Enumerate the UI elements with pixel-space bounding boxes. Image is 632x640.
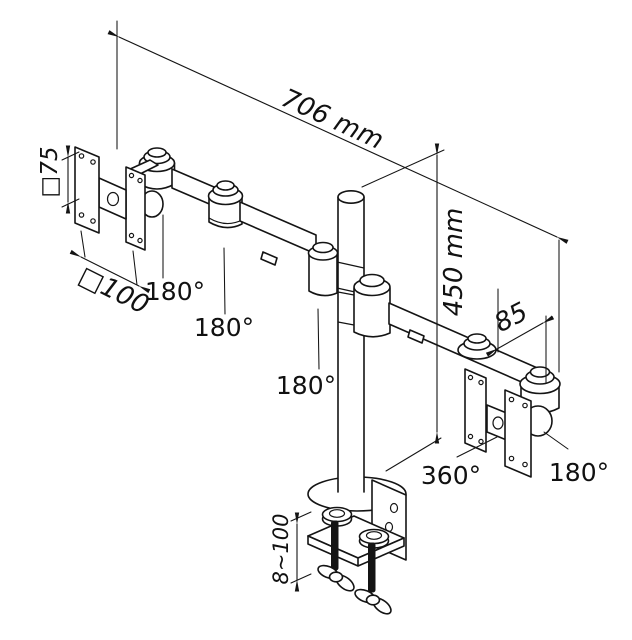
dim-clamp-range: 8~100: [269, 511, 312, 592]
pole: [337, 190, 365, 493]
rotation-right-head: 180°: [543, 431, 609, 487]
label-column-height: 450 mm: [439, 208, 469, 317]
right-vesa-head: [464, 368, 553, 478]
label-rot-left-head: 180°: [145, 277, 205, 306]
label-rot-column: 360°: [421, 461, 481, 490]
rotation-column: 360°: [421, 436, 498, 490]
label-arm-span: 706 mm: [277, 83, 388, 155]
rotation-column-arm: 180°: [276, 308, 336, 400]
label-vesa-100: □100: [74, 261, 154, 321]
cable-clip: [260, 251, 278, 266]
left-front-plate: [74, 146, 100, 234]
clamp-screw: [354, 528, 392, 615]
upper-arm: [138, 147, 365, 297]
desk-clamp: [307, 479, 407, 615]
dim-vesa-75: □75: [37, 145, 80, 214]
clamp-screw: [317, 506, 355, 592]
label-clamp-range: 8~100: [269, 513, 293, 584]
rotation-elbow: 180°: [194, 247, 254, 342]
dim-column-height: 450 mm: [361, 143, 469, 472]
label-rot-column-arm: 180°: [276, 371, 336, 400]
right-front-plate: [504, 389, 532, 478]
left-vesa-head: [74, 146, 164, 251]
rotation-left-head: 180°: [145, 214, 205, 306]
right-back-plate: [464, 368, 487, 453]
label-vesa-75: □75: [37, 147, 63, 198]
label-rot-right-head: 180°: [549, 458, 609, 487]
label-rot-elbow: 180°: [194, 313, 254, 342]
cable-clip: [407, 329, 425, 344]
